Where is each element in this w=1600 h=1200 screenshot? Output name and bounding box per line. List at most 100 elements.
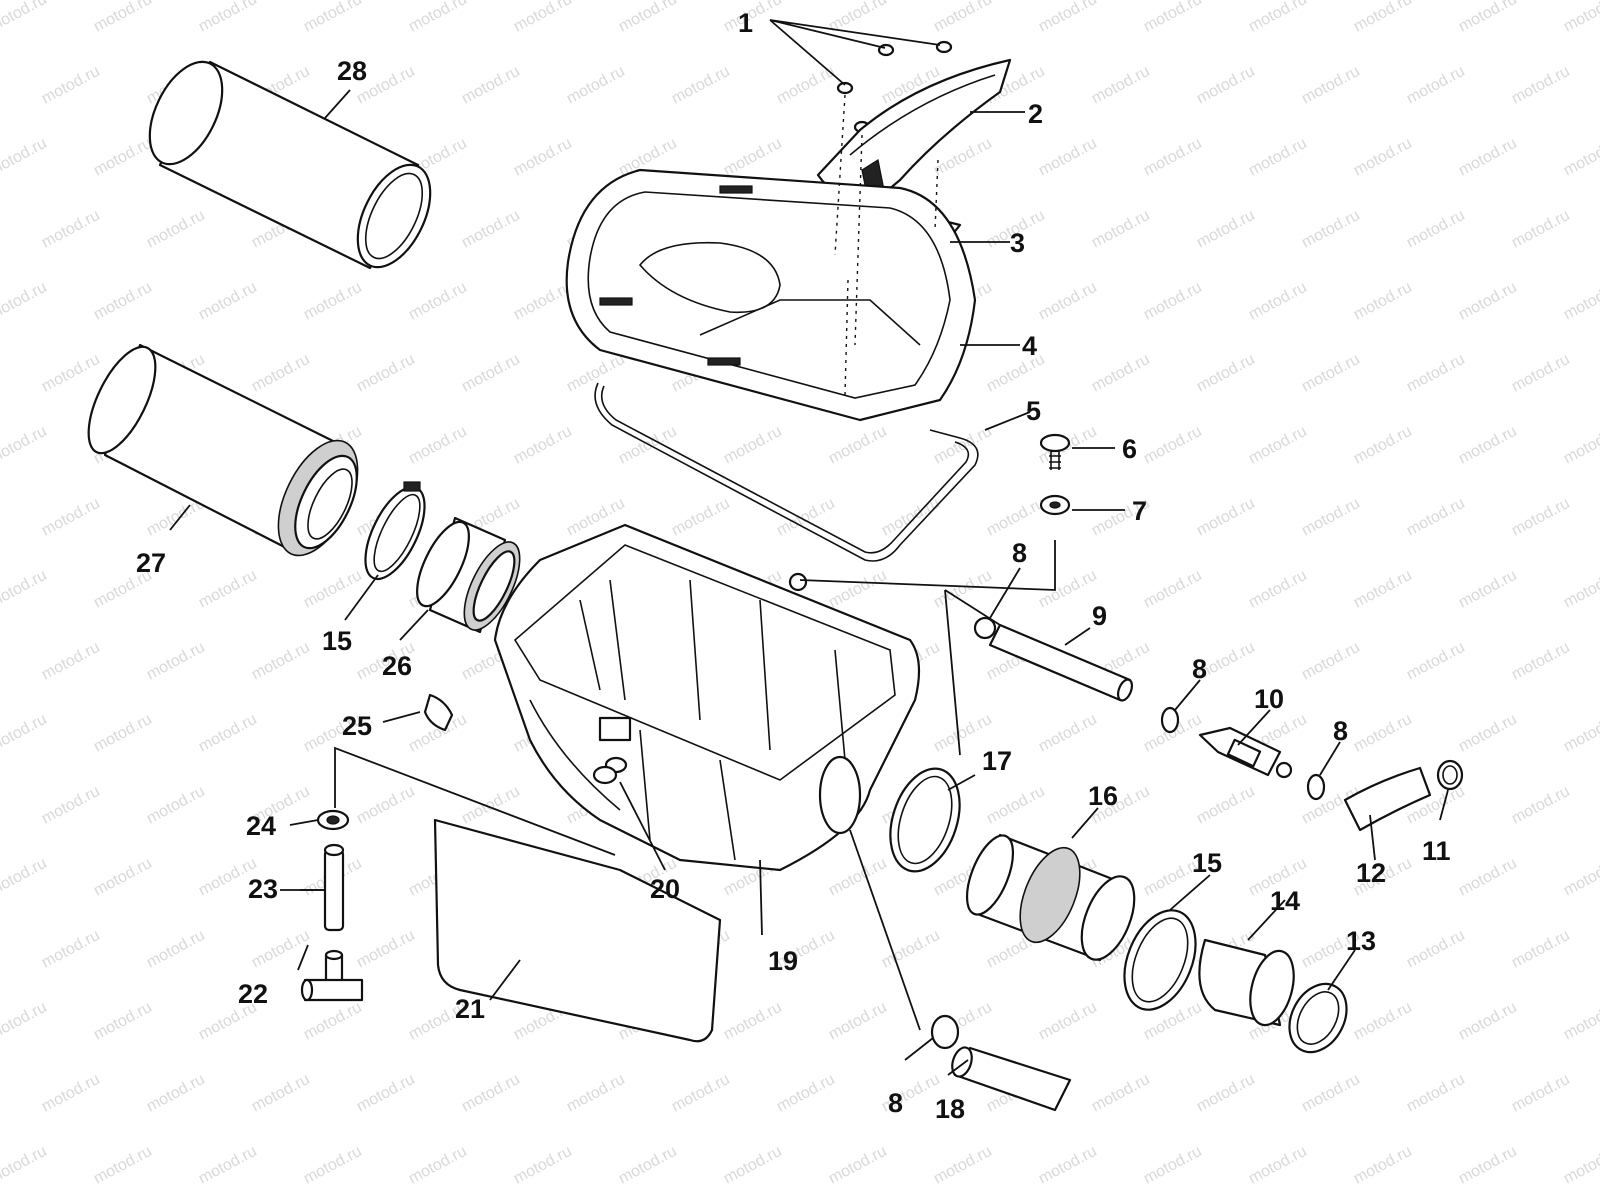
watermark-text: motod.ru	[1351, 279, 1415, 324]
watermark-text: motod.ru	[0, 999, 50, 1044]
watermark-text: motod.ru	[1299, 1071, 1363, 1116]
part-15-clamp-right	[1123, 909, 1197, 1011]
part-21-drain-plate	[433, 818, 722, 1043]
watermark-text: motod.ru	[196, 1143, 260, 1188]
watermark-text: motod.ru	[1456, 711, 1520, 756]
watermark-text: motod.ru	[826, 1143, 890, 1188]
watermark-text: motod.ru	[879, 927, 943, 972]
watermark-text: motod.ru	[511, 279, 575, 324]
watermark-text: motod.ru	[1561, 855, 1600, 900]
watermark-text: motod.ru	[1509, 351, 1573, 396]
watermark-text: motod.ru	[984, 495, 1048, 540]
watermark-text: motod.ru	[1456, 0, 1520, 36]
watermark-text: motod.ru	[1194, 495, 1258, 540]
watermark-text: motod.ru	[1351, 135, 1415, 180]
watermark-text: motod.ru	[1456, 999, 1520, 1044]
watermark-text: motod.ru	[1404, 207, 1468, 252]
watermark-text: motod.ru	[144, 639, 208, 684]
watermark-text: motod.ru	[1194, 207, 1258, 252]
callout-8b: 8	[1192, 654, 1207, 684]
watermark-text: motod.ru	[406, 423, 470, 468]
part-22-tee-fitting	[300, 949, 364, 1002]
watermark-text: motod.ru	[1456, 855, 1520, 900]
callout-16: 16	[1088, 781, 1118, 811]
watermark-text: motod.ru	[1509, 927, 1573, 972]
callout-28: 28	[337, 56, 367, 86]
watermark-text: motod.ru	[1456, 135, 1520, 180]
part-27-air-filter	[87, 343, 359, 557]
watermark-text: motod.ru	[721, 135, 785, 180]
watermark-text: motod.ru	[1351, 567, 1415, 612]
watermark-text: motod.ru	[984, 351, 1048, 396]
callout-27: 27	[136, 548, 166, 578]
watermark-text: motod.ru	[91, 855, 155, 900]
part-24-clamp	[316, 809, 350, 831]
watermark-text: motod.ru	[0, 423, 50, 468]
watermark-text: motod.ru	[1404, 1071, 1468, 1116]
part-28-filter-sleeve	[148, 60, 432, 270]
watermark-text: motod.ru	[91, 0, 155, 36]
watermark-text: motod.ru	[1194, 63, 1258, 108]
part-15-clamp-left	[364, 481, 426, 581]
watermark-text: motod.ru	[1299, 63, 1363, 108]
watermark-text: motod.ru	[144, 783, 208, 828]
watermark-text: motod.ru	[406, 0, 470, 36]
callout-labels: 1 2 3 4 5 6 7 8 9 8 10 8 11 12 13 14 15 …	[136, 8, 1451, 1124]
watermark-text: motod.ru	[1036, 1143, 1100, 1188]
watermark-text: motod.ru	[1299, 495, 1363, 540]
part-9-hose	[988, 623, 1134, 702]
watermark-text: motod.ru	[1036, 711, 1100, 756]
callout-23: 23	[248, 874, 278, 904]
callout-3: 3	[1010, 228, 1025, 258]
part-4-airbox-cover	[565, 168, 977, 422]
watermark-text: motod.ru	[1299, 639, 1363, 684]
watermark-text: motod.ru	[249, 1071, 313, 1116]
watermark-text: motod.ru	[616, 0, 680, 36]
part-25-clip	[423, 693, 454, 732]
watermark-text: motod.ru	[249, 927, 313, 972]
watermark-text: motod.ru	[39, 1071, 103, 1116]
watermark-text: motod.ru	[1246, 1143, 1310, 1188]
callout-26: 26	[382, 651, 412, 681]
watermark-text: motod.ru	[826, 999, 890, 1044]
watermark-text: motod.ru	[91, 999, 155, 1044]
watermark-text: motod.ru	[459, 783, 523, 828]
watermark-text: motod.ru	[91, 1143, 155, 1188]
callout-22: 22	[238, 979, 268, 1009]
watermark-text: motod.ru	[0, 711, 50, 756]
callout-2: 2	[1028, 99, 1043, 129]
watermark-text: motod.ru	[249, 351, 313, 396]
watermark-text: motod.ru	[1456, 1143, 1520, 1188]
watermark-text: motod.ru	[1351, 423, 1415, 468]
part-6-screw	[1039, 433, 1071, 470]
watermark-text: motod.ru	[39, 207, 103, 252]
watermark-text: motod.ru	[0, 0, 50, 36]
watermark-text: motod.ru	[406, 1143, 470, 1188]
callout-9: 9	[1092, 601, 1107, 631]
part-12-hose	[1343, 766, 1432, 832]
part-10-check-valve	[1198, 726, 1293, 779]
callout-10: 10	[1254, 684, 1284, 714]
watermark-text: motod.ru	[511, 0, 575, 36]
part-8-clamps	[788, 572, 1326, 1050]
watermark-text: motod.ru	[826, 423, 890, 468]
watermark-text: motod.ru	[0, 135, 50, 180]
leader-lines	[169, 19, 1449, 1076]
watermark-text: motod.ru	[459, 1071, 523, 1116]
watermark-text: motod.ru	[1404, 639, 1468, 684]
watermark-text: motod.ru	[39, 495, 103, 540]
watermark-text: motod.ru	[1456, 423, 1520, 468]
watermark-text: motod.ru	[91, 711, 155, 756]
watermark-text: motod.ru	[669, 1071, 733, 1116]
watermark-text: motod.ru	[1141, 567, 1205, 612]
watermark-text: motod.ru	[1089, 63, 1153, 108]
part-23-hose	[323, 843, 345, 932]
part-5-seal	[594, 382, 979, 562]
watermark-text: motod.ru	[39, 927, 103, 972]
callout-18: 18	[935, 1094, 965, 1124]
watermark-text: motod.ru	[196, 0, 260, 36]
part-14-boot	[1198, 938, 1295, 1027]
watermark-text: motod.ru	[1561, 567, 1600, 612]
part-16-outlet-tube	[965, 833, 1136, 962]
watermark-text: motod.ru	[1561, 999, 1600, 1044]
